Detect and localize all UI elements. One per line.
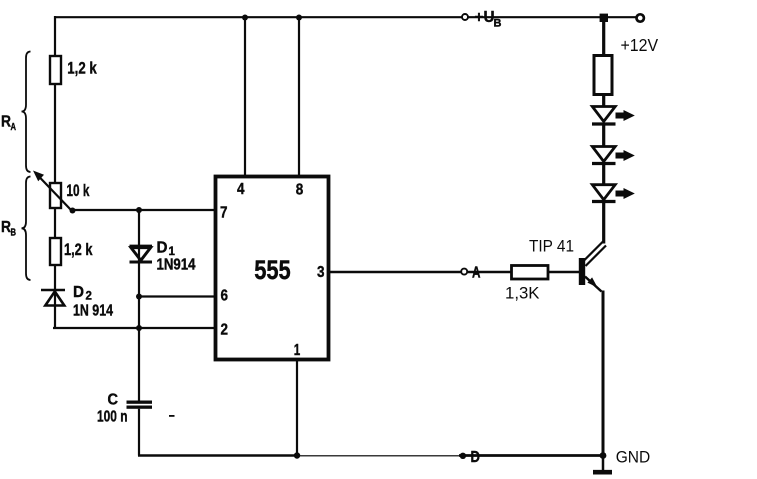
svg-text:3: 3 bbox=[317, 264, 325, 281]
svg-text:1,2 k: 1,2 k bbox=[67, 59, 97, 78]
svg-text:1N914: 1N914 bbox=[157, 257, 196, 274]
svg-text:D: D bbox=[471, 449, 481, 466]
svg-text:10 k: 10 k bbox=[66, 181, 89, 200]
svg-text:1: 1 bbox=[169, 246, 176, 258]
svg-text:555: 555 bbox=[254, 255, 291, 285]
svg-text:R: R bbox=[1, 219, 11, 236]
svg-text:A: A bbox=[11, 122, 17, 133]
svg-text:6: 6 bbox=[221, 288, 229, 305]
svg-text:1,3K: 1,3K bbox=[505, 284, 540, 303]
svg-text:D: D bbox=[157, 240, 168, 257]
svg-text:1N 914: 1N 914 bbox=[73, 303, 113, 320]
svg-text:TIP 41: TIP 41 bbox=[529, 237, 574, 256]
svg-text:+12V: +12V bbox=[621, 35, 659, 55]
svg-text:GND: GND bbox=[616, 448, 651, 467]
svg-text:1: 1 bbox=[294, 342, 301, 359]
svg-text:B: B bbox=[11, 228, 17, 239]
svg-text:A: A bbox=[472, 265, 481, 282]
svg-text:1,2 k: 1,2 k bbox=[64, 240, 93, 259]
svg-text:8: 8 bbox=[296, 182, 304, 199]
svg-text:7: 7 bbox=[220, 205, 228, 222]
svg-text:D: D bbox=[73, 284, 84, 301]
svg-text:4: 4 bbox=[237, 181, 245, 198]
svg-text:100 n: 100 n bbox=[97, 409, 128, 426]
svg-text:R: R bbox=[1, 114, 11, 131]
svg-text:+U: +U bbox=[475, 9, 495, 26]
svg-text:2: 2 bbox=[86, 291, 92, 303]
svg-text:C: C bbox=[108, 392, 119, 409]
svg-text:2: 2 bbox=[221, 322, 229, 339]
svg-text:B: B bbox=[494, 18, 502, 30]
